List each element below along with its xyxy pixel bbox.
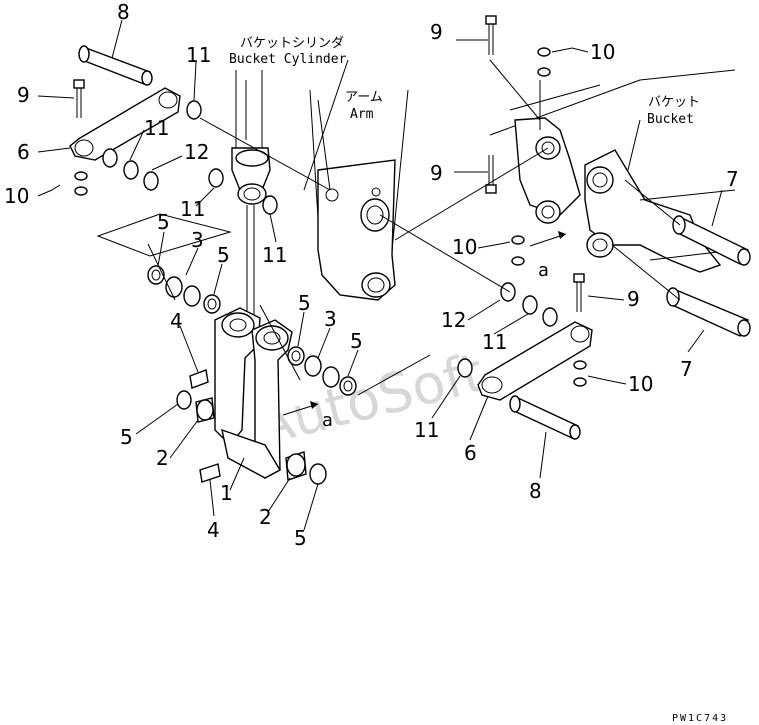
callout-9: 9 xyxy=(430,20,443,44)
callout-5: 5 xyxy=(350,329,363,353)
bucket xyxy=(489,69,736,273)
callout-11: 11 xyxy=(414,418,439,442)
side-link-lower xyxy=(477,321,593,401)
callout-12: 12 xyxy=(184,140,209,164)
callout-5: 5 xyxy=(294,526,307,550)
pin-7-lower xyxy=(666,287,751,337)
callout-6: 6 xyxy=(17,140,30,164)
callout-8: 8 xyxy=(117,0,130,24)
callout-leaders xyxy=(37,19,723,531)
grease-fitting-lower xyxy=(199,463,221,483)
callout-5: 5 xyxy=(217,243,230,267)
seals-right xyxy=(287,346,357,396)
callout-4: 4 xyxy=(170,309,183,333)
callout-8: 8 xyxy=(529,479,542,503)
arm-label-jp: アーム xyxy=(345,90,383,105)
callout-10: 10 xyxy=(590,40,615,64)
side-link-upper xyxy=(69,87,181,161)
link-assembly xyxy=(214,307,293,479)
seals-left xyxy=(147,265,221,314)
callout-9: 9 xyxy=(17,83,30,107)
callout-10: 10 xyxy=(628,372,653,396)
callout-6: 6 xyxy=(464,441,477,465)
callout-4: 4 xyxy=(207,518,220,542)
callout-11: 11 xyxy=(180,197,205,221)
nuts-10d xyxy=(573,360,587,387)
callout-12: 12 xyxy=(441,308,466,332)
bolt-9a xyxy=(73,79,85,118)
shims xyxy=(102,100,558,378)
callouts: 8 9 11 6 11 12 10 11 5 3 5 11 4 5 2 1 4 … xyxy=(4,0,739,550)
bucket-cylinder xyxy=(231,70,271,330)
bushings-lower xyxy=(176,390,327,485)
callout-11: 11 xyxy=(186,43,211,67)
callout-3: 3 xyxy=(324,307,337,331)
ref-a-left: a xyxy=(322,410,333,431)
bolt-9c xyxy=(485,155,497,194)
pin-7-upper xyxy=(672,215,751,266)
arm xyxy=(309,89,409,301)
nuts-10a xyxy=(74,171,88,196)
ref-a-right: a xyxy=(538,260,549,281)
callout-1: 1 xyxy=(220,481,233,505)
callout-2: 2 xyxy=(156,446,169,470)
ref-arrows xyxy=(282,231,567,416)
callout-9: 9 xyxy=(627,287,640,311)
bucket-label-en: Bucket xyxy=(647,112,694,127)
bucket-label-jp: バケット xyxy=(648,95,700,110)
callout-7: 7 xyxy=(726,167,739,191)
watermark: AutoSoft xyxy=(250,341,490,458)
callout-2: 2 xyxy=(259,505,272,529)
nuts-10b xyxy=(537,47,551,77)
pin-upper-8 xyxy=(78,45,153,86)
callout-5: 5 xyxy=(298,291,311,315)
bolt-9d xyxy=(573,273,585,312)
grease-fitting-upper xyxy=(189,369,209,389)
arm-label-en: Arm xyxy=(350,107,374,122)
drawing-code: PW1C743 xyxy=(672,713,728,724)
callout-3: 3 xyxy=(191,228,204,252)
callout-5: 5 xyxy=(120,425,133,449)
callout-5: 5 xyxy=(157,210,170,234)
callout-10: 10 xyxy=(4,184,29,208)
callout-11: 11 xyxy=(262,243,287,267)
callout-9: 9 xyxy=(430,161,443,185)
bucket-cylinder-label-jp: バケットシリンダ xyxy=(240,36,344,51)
bolt-9b xyxy=(485,15,497,55)
callout-7: 7 xyxy=(680,357,693,381)
callout-10: 10 xyxy=(452,235,477,259)
bucket-cylinder-label-en: Bucket Cylinder xyxy=(229,52,347,67)
callout-11: 11 xyxy=(144,116,169,140)
callout-11: 11 xyxy=(482,330,507,354)
pin-lower-8 xyxy=(509,395,581,440)
nuts-10c xyxy=(511,235,525,266)
